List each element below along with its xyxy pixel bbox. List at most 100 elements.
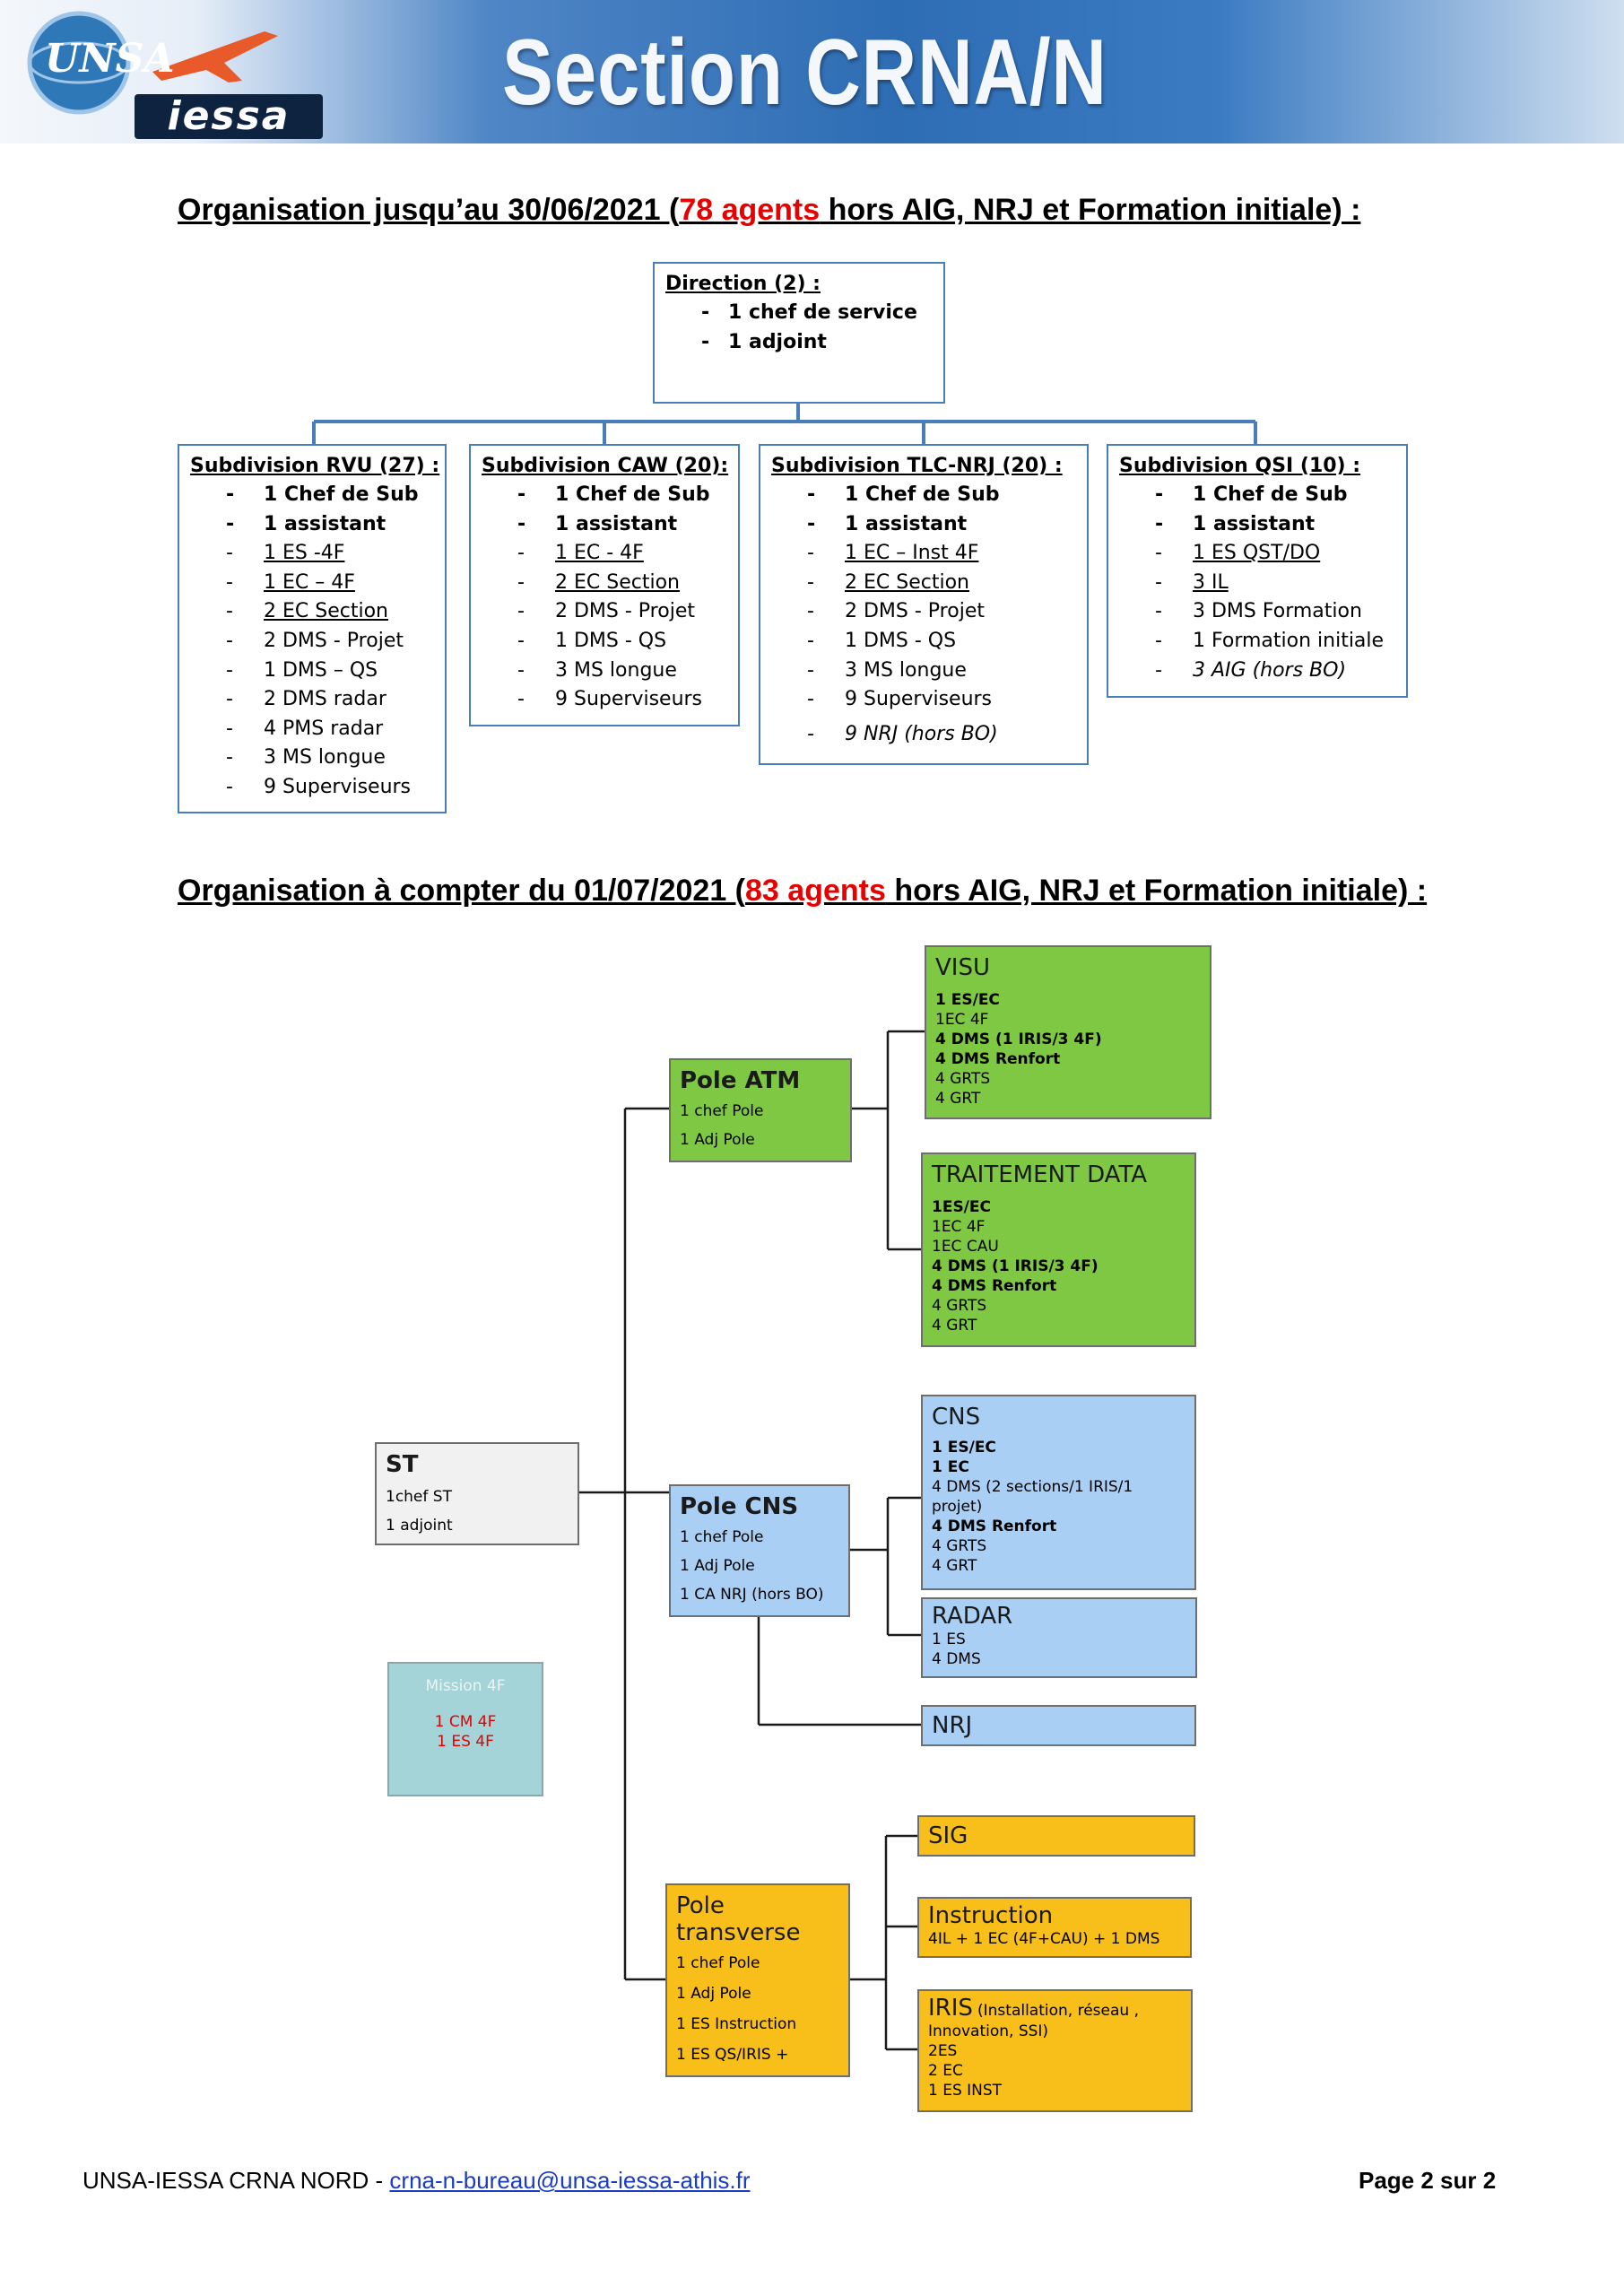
list-item: 9 NRJ (hors BO) bbox=[771, 720, 1076, 750]
mission-line: 1 ES 4F bbox=[437, 1733, 494, 1751]
pole-line: 1 chef Pole bbox=[676, 1954, 760, 1972]
st-box: ST 1chef ST 1 adjoint bbox=[375, 1442, 579, 1545]
cns-title: CNS bbox=[932, 1404, 981, 1431]
pole-atm-title: Pole ATM bbox=[680, 1067, 801, 1094]
list-item: 1 EC – Inst 4F bbox=[771, 539, 1076, 569]
traitement-line: 4 DMS Renfort bbox=[932, 1277, 1057, 1295]
instruction-title: Instruction bbox=[928, 1902, 1054, 1929]
subdivision-title: Subdivision CAW (20): bbox=[482, 455, 729, 477]
section2-heading: Organisation à compter du 01/07/2021 (83… bbox=[178, 874, 1428, 908]
pole-cns-box: Pole CNS 1 chef Pole 1 Adj Pole 1 CA NRJ… bbox=[669, 1484, 850, 1617]
iris-box: IRIS (Installation, réseau , Innovation,… bbox=[917, 1989, 1193, 2112]
list-item: 1 assistant bbox=[771, 510, 1076, 540]
list-item: 1 adjoint bbox=[665, 328, 933, 358]
header-banner: UNSA iessa Section CRNA/N bbox=[0, 0, 1624, 144]
org-chart-2-connectors bbox=[579, 1030, 925, 2051]
cns-line: 1 EC bbox=[932, 1458, 969, 1476]
org-chart-connectors bbox=[312, 402, 1257, 446]
list-item: 3 DMS Formation bbox=[1119, 597, 1395, 627]
visu-box: VISU 1 ES/EC 1EC 4F 4 DMS (1 IRIS/3 4F) … bbox=[925, 945, 1211, 1119]
pole-line: 1 Adj Pole bbox=[680, 1557, 755, 1575]
list-item: 3 IL bbox=[1119, 569, 1395, 598]
iris-line: 2ES bbox=[928, 2042, 958, 2060]
list-item: 2 DMS - Projet bbox=[190, 627, 434, 657]
cns-line: 4 GRT bbox=[932, 1557, 977, 1575]
list-item: 1 Chef de Sub bbox=[771, 481, 1076, 510]
list-item: 1 chef de service bbox=[665, 299, 933, 328]
cns-line: 4 GRTS bbox=[932, 1537, 987, 1555]
subdivision-title: Subdivision QSI (10) : bbox=[1119, 455, 1361, 477]
logo-unsa-text: UNSA bbox=[45, 36, 175, 82]
agents-count-highlight: 83 agents bbox=[745, 874, 886, 908]
globe-plane-icon bbox=[27, 11, 278, 115]
radar-box: RADAR 1 ES 4 DMS bbox=[921, 1597, 1197, 1678]
nrj-box: NRJ bbox=[921, 1705, 1196, 1746]
traitement-title: TRAITEMENT DATA bbox=[932, 1161, 1148, 1188]
pole-line: 1 Adj Pole bbox=[676, 1985, 751, 2003]
list-item: 2 DMS - Projet bbox=[482, 597, 727, 627]
pole-line: 1 Adj Pole bbox=[680, 1131, 755, 1149]
instruction-line: 4IL + 1 EC (4F+CAU) + 1 DMS bbox=[928, 1930, 1160, 1948]
visu-line: 4 GRTS bbox=[935, 1070, 991, 1088]
list-item: 3 MS longue bbox=[190, 744, 434, 773]
subdivision-title: Subdivision TLC-NRJ (20) : bbox=[771, 455, 1063, 477]
subdivision-qsi-box: Subdivision QSI (10) : 1 Chef de Sub 1 a… bbox=[1107, 444, 1408, 698]
pole-line: 1 chef Pole bbox=[680, 1528, 764, 1546]
pole-transverse-title: transverse bbox=[676, 1919, 801, 1946]
instruction-box: Instruction 4IL + 1 EC (4F+CAU) + 1 DMS bbox=[917, 1897, 1192, 1958]
nrj-title: NRJ bbox=[932, 1712, 973, 1739]
traitement-line: 4 DMS (1 IRIS/3 4F) bbox=[932, 1257, 1099, 1275]
agents-count-highlight: 78 agents bbox=[679, 193, 821, 227]
page-title: Section CRNA/N bbox=[502, 21, 1107, 125]
pole-line: 1 CA NRJ (hors BO) bbox=[680, 1586, 824, 1604]
radar-line: 4 DMS bbox=[932, 1650, 981, 1668]
traitement-line: 4 GRT bbox=[932, 1317, 977, 1335]
pole-transverse-title: Pole bbox=[676, 1892, 725, 1919]
cns-line: 4 DMS (2 sections/1 IRIS/1 bbox=[932, 1478, 1133, 1496]
cns-line: projet) bbox=[932, 1498, 983, 1516]
visu-title: VISU bbox=[935, 954, 990, 981]
iris-line: Innovation, SSI) bbox=[928, 2022, 1049, 2040]
footer-email-link[interactable]: crna-n-bureau@unsa-iessa-athis.fr bbox=[389, 2167, 751, 2194]
subdivision-rvu-box: Subdivision RVU (27) : 1 Chef de Sub 1 a… bbox=[178, 444, 447, 813]
iris-line: 1 ES INST bbox=[928, 2082, 1003, 2100]
radar-title: RADAR bbox=[932, 1603, 1013, 1630]
traitement-line: 4 GRTS bbox=[932, 1297, 987, 1315]
list-item: 1 Chef de Sub bbox=[482, 481, 727, 510]
pole-cns-title: Pole CNS bbox=[680, 1493, 799, 1520]
list-item: 1 assistant bbox=[482, 510, 727, 540]
list-item: 3 MS longue bbox=[482, 657, 727, 686]
list-item: 1 Chef de Sub bbox=[190, 481, 434, 510]
list-item: 1 Formation initiale bbox=[1119, 627, 1395, 657]
direction-list: 1 chef de service 1 adjoint bbox=[665, 299, 933, 357]
pole-line: 1 ES Instruction bbox=[676, 2015, 797, 2033]
iris-subtitle: (Installation, réseau , bbox=[977, 2002, 1139, 2020]
list-item: 1 ES -4F bbox=[190, 539, 434, 569]
sig-title: SIG bbox=[928, 1822, 968, 1849]
mission-title: Mission 4F bbox=[425, 1677, 506, 1695]
list-item: 9 Superviseurs bbox=[771, 685, 1076, 715]
list-item: 2 DMS - Projet bbox=[771, 597, 1076, 627]
footer-left: UNSA-IESSA CRNA NORD - crna-n-bureau@uns… bbox=[83, 2167, 751, 2195]
list-item: 1 DMS – QS bbox=[190, 657, 434, 686]
visu-line: 1EC 4F bbox=[935, 1011, 989, 1029]
subdivision-title: Subdivision RVU (27) : bbox=[190, 455, 440, 477]
list-item: 3 MS longue bbox=[771, 657, 1076, 686]
pole-atm-box: Pole ATM 1 chef Pole 1 Adj Pole bbox=[669, 1058, 852, 1162]
list-item: 1 assistant bbox=[190, 510, 434, 540]
cns-box: CNS 1 ES/EC 1 EC 4 DMS (2 sections/1 IRI… bbox=[921, 1395, 1196, 1590]
list-item: 1 ES QST/DO bbox=[1119, 539, 1395, 569]
radar-line: 1 ES bbox=[932, 1631, 966, 1648]
traitement-data-box: TRAITEMENT DATA 1ES/EC 1EC 4F 1EC CAU 4 … bbox=[921, 1152, 1196, 1347]
st-line: 1 adjoint bbox=[386, 1517, 453, 1535]
section1-heading: Organisation jusqu’au 30/06/2021 (78 age… bbox=[178, 193, 1361, 227]
visu-line: 1 ES/EC bbox=[935, 991, 1000, 1009]
visu-line: 4 DMS Renfort bbox=[935, 1050, 1061, 1068]
list-item: 1 EC – 4F bbox=[190, 569, 434, 598]
list-item: 4 PMS radar bbox=[190, 715, 434, 744]
list-item: 1 Chef de Sub bbox=[1119, 481, 1395, 510]
list-item: 2 EC Section bbox=[190, 597, 434, 627]
st-line: 1chef ST bbox=[386, 1488, 452, 1506]
cns-line: 4 DMS Renfort bbox=[932, 1518, 1057, 1535]
page-number: Page 2 sur 2 bbox=[1359, 2167, 1497, 2194]
